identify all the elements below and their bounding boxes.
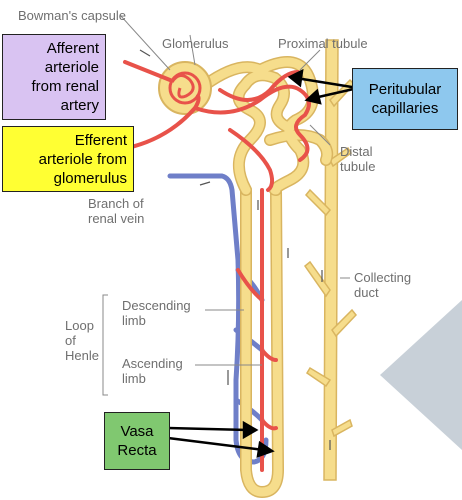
ascending-limb-line2: limb [122,371,146,386]
flow-arrows [139,49,331,450]
peritubular-line2: capillaries [371,100,439,117]
efferent-line2: arteriole from [38,150,127,168]
collecting-duct-label: Collecting duct [354,270,411,300]
peritubular-line1: Peritubular [368,81,442,98]
peritubular-capillaries-callout: Peritubular capillaries [352,68,458,130]
convoluted-tubules [199,56,334,196]
vasa-recta-line1: Vasa [120,423,154,440]
proximal-tubule-label: Proximal tubule [278,36,368,51]
efferent-line3: glomerulus [53,169,127,187]
loop-of-henle-line3: Henle [65,348,99,363]
loop-of-henle-line2: of [65,333,76,348]
glomerulus-label: Glomerulus [162,36,229,51]
descending-limb-label: Descending limb [122,298,191,328]
efferent-line1: Efferent [74,131,127,149]
afferent-line4: artery [60,97,99,114]
collecting-duct-line2: duct [354,285,379,300]
afferent-line2: arteriole [44,59,99,76]
leader-lines [102,14,350,396]
branch-renal-vein-label: Branch of renal vein [88,196,144,226]
afferent-arteriole-callout: Afferent arteriole from renal artery [2,34,106,120]
ascending-limb-line1: Ascending [122,356,183,371]
descending-limb-line1: Descending [122,298,191,313]
afferent-line1: Afferent [46,40,99,57]
afferent-arteriole [123,60,172,82]
background-triangle-shape [380,300,462,450]
afferent-line3: from renal [31,78,99,95]
collecting-duct-line1: Collecting [354,270,412,285]
loop-of-henle-label: Loop of Henle [65,318,99,363]
distal-tubule-label: Distal tubule [340,144,375,174]
bowmans-capsule-label: Bowman's capsule [18,8,126,23]
ascending-limb-label: Ascending limb [122,356,183,386]
efferent-arteriole-callout: Efferent arteriole from glomerulus [2,126,134,192]
vasa-recta-callout: Vasa Recta [104,412,170,470]
descending-limb-line2: limb [122,313,146,328]
branch-renal-vein-line1: Branch of [88,196,144,211]
bowmans-capsule [158,61,212,115]
vasa-recta-line2: Recta [117,442,157,459]
distal-tubule-label-line1: Distal [340,144,373,159]
distal-tubule-label-line2: tubule [340,159,376,174]
loop-of-henle [240,184,284,498]
branch-renal-vein-line2: renal vein [88,211,145,226]
callout-arrows [167,68,359,458]
loop-of-henle-line1: Loop [65,318,94,333]
